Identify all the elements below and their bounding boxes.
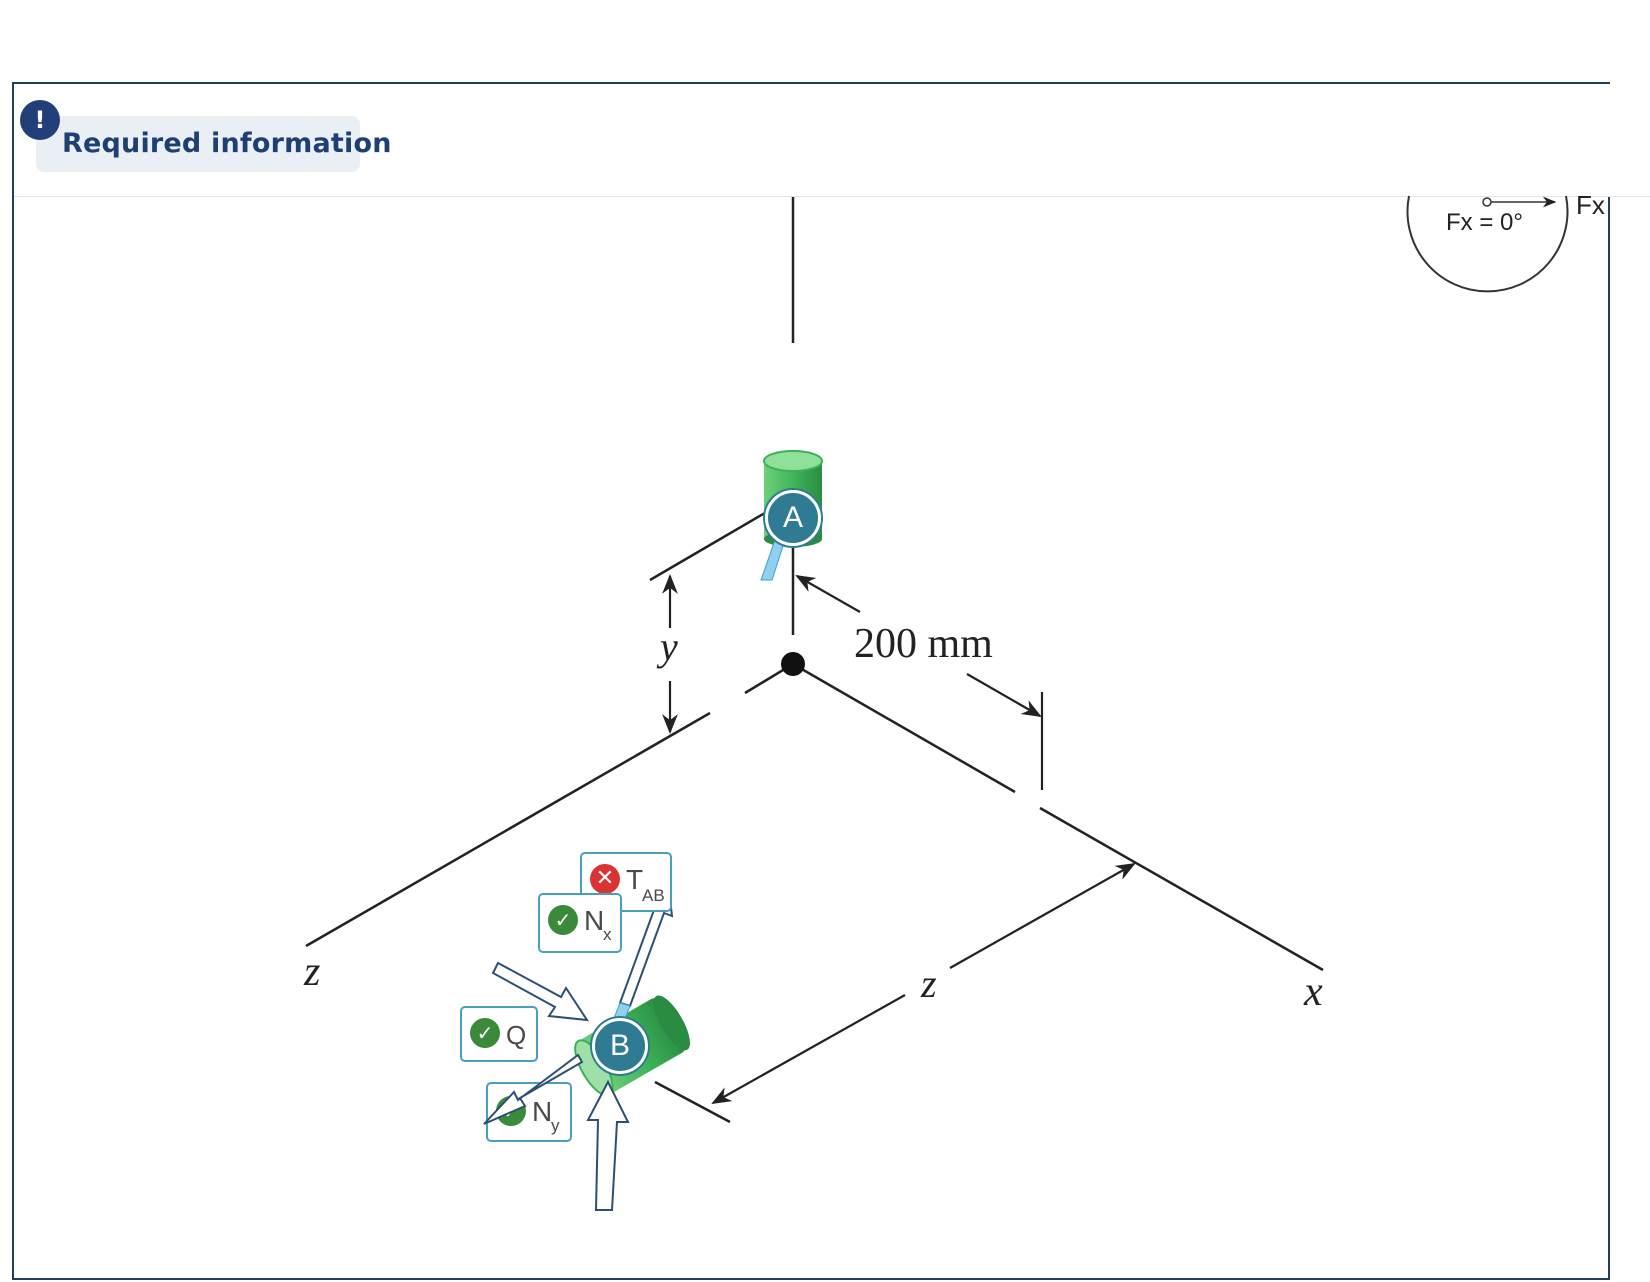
point-b-label[interactable]: B: [592, 1018, 648, 1074]
z-dim-arrow-down: [711, 994, 906, 1104]
z-dimension-label: z: [920, 961, 937, 1006]
z-dim-arrow-up: [949, 863, 1136, 969]
required-info-label: Required information: [62, 128, 392, 159]
rotation-dial: [1406, 195, 1569, 293]
exclamation-icon: !: [20, 100, 60, 140]
force-arrow-q: [491, 961, 589, 1022]
check-circle-icon: ✓: [470, 1018, 500, 1048]
frame-bottom-border: [12, 1278, 1610, 1280]
required-info-banner: [36, 116, 360, 172]
z-axis-line-far: [305, 711, 711, 948]
x-axis-label: x: [1303, 969, 1323, 1015]
rotation-readout: Fx = 0°: [1446, 209, 1523, 236]
nx-label-main: N: [584, 905, 605, 936]
q-label-main: Q: [506, 1020, 527, 1050]
x-axis-line: [792, 662, 1016, 794]
rotation-tag: Fx: [1576, 190, 1605, 220]
nx-label-sub: x: [603, 925, 612, 944]
check-circle-icon: ✓: [548, 905, 578, 935]
dimension-200mm: 200 mm: [854, 621, 993, 667]
point-a-letter: A: [782, 501, 803, 534]
rod-a-z: [649, 508, 771, 582]
x-axis-line-far: [1039, 806, 1324, 972]
question-frame: [12, 82, 1610, 1280]
x-circle-icon: ✕: [590, 864, 620, 894]
z-axis-label: z: [303, 949, 320, 995]
point-b-letter: B: [609, 1029, 630, 1062]
ny-label-sub: y: [551, 1116, 560, 1135]
point-a-label[interactable]: A: [765, 490, 821, 546]
dim-200-arrow-top: [795, 575, 861, 613]
label-chip-q[interactable]: ✓ Q: [460, 1006, 538, 1062]
dim-200-arrow-bottom: [966, 673, 1042, 717]
y-dimension-label: y: [656, 624, 678, 669]
force-arrow-ny: [586, 1079, 630, 1211]
label-chip-nx[interactable]: ✓ N x: [538, 893, 622, 953]
tab-label-sub: AB: [642, 886, 665, 905]
rotation-pivot[interactable]: [1482, 197, 1492, 207]
label-chip-tab[interactable]: ✕ T AB: [580, 852, 672, 912]
tab-label-main: T: [626, 864, 644, 895]
rod-b-x: [654, 1080, 731, 1124]
origin-point: [781, 652, 805, 676]
